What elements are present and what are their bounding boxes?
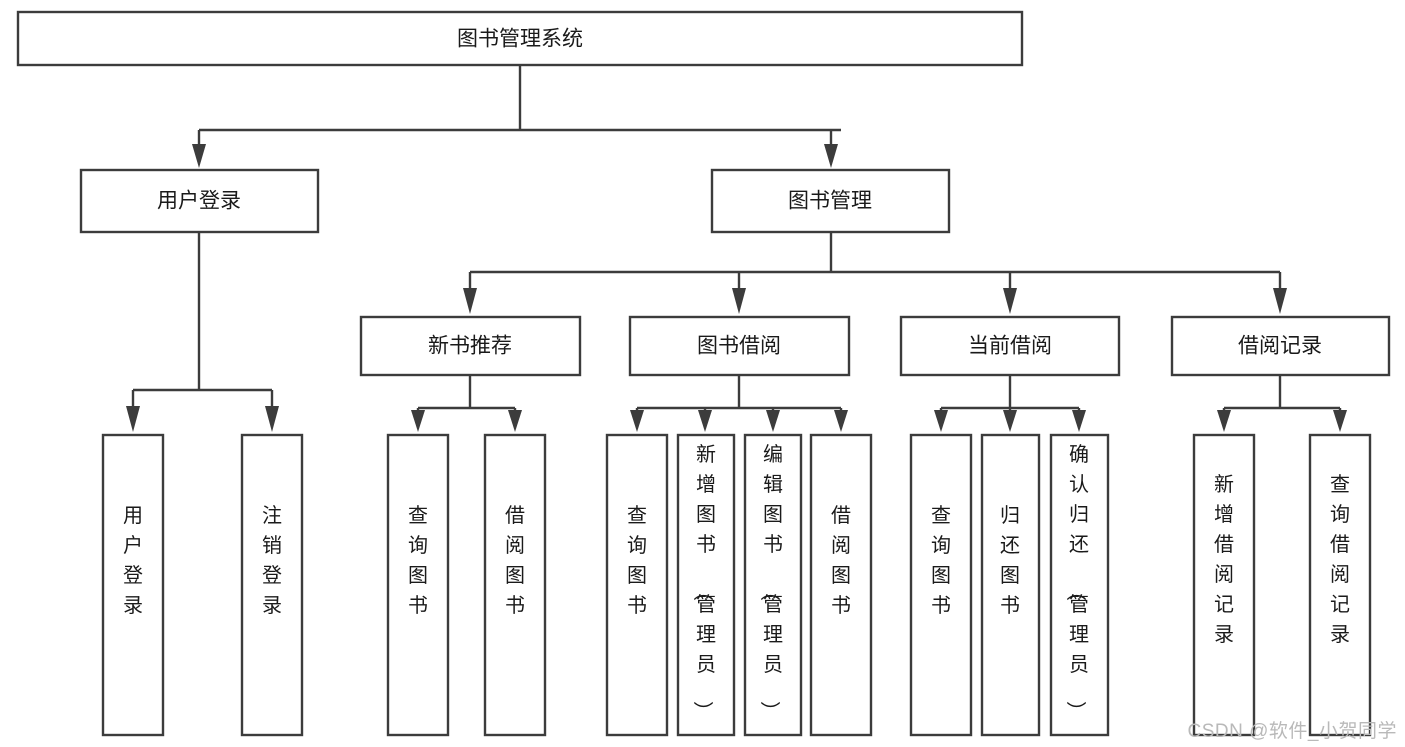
node-leaf-confirm-return-box[interactable]: [1049, 433, 1110, 737]
node-leaf-logout-box[interactable]: [240, 433, 304, 737]
node-leaf-query-book-3[interactable]: 查询图书: [909, 433, 973, 737]
arrow-head-leaf-user-login: [126, 406, 140, 432]
arrow-head-leaf-return-book: [1003, 410, 1017, 432]
connectors-book-management-to-level3: [463, 233, 1287, 314]
node-leaf-edit-book-label: 编辑图书（管理员）: [758, 443, 783, 721]
connectors-borrow-record-to-leaves: [1217, 375, 1347, 432]
node-leaf-logout[interactable]: 注销登录: [240, 433, 304, 737]
csdn-watermark: CSDN @软件_小贺同学: [1187, 721, 1397, 742]
node-leaf-add-record-label: 新增借阅记录: [1214, 473, 1234, 646]
node-leaf-user-login[interactable]: 用户登录: [101, 433, 165, 737]
arrow-head-leaf-query-book-1: [411, 410, 425, 432]
arrow-head-leaf-query-book-2: [630, 410, 644, 432]
arrow-head-leaf-edit-book: [766, 410, 780, 432]
connectors-user-login-to-leaves: [126, 233, 279, 432]
node-leaf-edit-book[interactable]: 编辑图书（管理员）: [743, 433, 803, 737]
node-borrow-record[interactable]: 借阅记录: [1170, 315, 1391, 377]
node-user-login[interactable]: 用户登录: [79, 168, 320, 234]
node-leaf-return-book-box[interactable]: [980, 433, 1041, 737]
node-root-label: 图书管理系统: [457, 28, 583, 51]
connectors-book-borrow-to-leaves: [630, 375, 848, 432]
arrow-head-leaf-borrow-book-1: [508, 410, 522, 432]
node-leaf-borrow-book-1-label: 借阅图书: [505, 504, 525, 617]
node-leaf-query-book-3-box[interactable]: [909, 433, 973, 737]
node-leaf-add-book[interactable]: 新增图书（管理员）: [676, 433, 736, 737]
connectors-root-to-level2: [192, 65, 841, 168]
node-leaf-logout-label: 注销登录: [262, 504, 282, 617]
node-leaf-query-record-box[interactable]: [1308, 433, 1372, 737]
arrow-head-current-borrow: [1003, 288, 1017, 314]
node-book-management-box[interactable]: [710, 168, 951, 234]
node-book-borrow[interactable]: 图书借阅: [628, 315, 851, 377]
node-current-borrow[interactable]: 当前借阅: [899, 315, 1121, 377]
node-root[interactable]: 图书管理系统: [16, 10, 1024, 67]
node-root-box[interactable]: [16, 10, 1024, 67]
node-user-login-box[interactable]: [79, 168, 320, 234]
node-leaf-confirm-return[interactable]: 确认归还（管理员）: [1049, 433, 1110, 737]
arrow-head-borrow-record: [1273, 288, 1287, 314]
node-leaf-borrow-book-2[interactable]: 借阅图书: [809, 433, 873, 737]
node-leaf-return-book-label: 归还图书: [1000, 504, 1020, 617]
node-leaf-return-book[interactable]: 归还图书: [980, 433, 1041, 737]
node-leaf-query-book-2-label: 查询图书: [627, 504, 647, 617]
node-leaf-user-login-box[interactable]: [101, 433, 165, 737]
arrow-head-user-login: [192, 144, 206, 168]
node-leaf-query-book-3-label: 查询图书: [931, 504, 951, 617]
node-leaf-borrow-book-2-label: 借阅图书: [831, 504, 851, 617]
node-leaf-add-record-box[interactable]: [1192, 433, 1256, 737]
arrow-head-leaf-query-book-3: [934, 410, 948, 432]
node-leaf-query-record[interactable]: 查询借阅记录: [1308, 433, 1372, 737]
arrow-head-book-management: [824, 144, 838, 168]
node-leaf-query-book-2-box[interactable]: [605, 433, 669, 737]
node-leaf-confirm-return-label: 确认归还（管理员）: [1064, 443, 1089, 721]
node-user-login-label: 用户登录: [157, 190, 241, 213]
node-current-borrow-box[interactable]: [899, 315, 1121, 377]
arrow-head-leaf-logout: [265, 406, 279, 432]
node-leaf-add-book-label: 新增图书（管理员）: [691, 443, 716, 721]
arrow-head-leaf-add-book: [698, 410, 712, 432]
arrow-head-new-book-recommend: [463, 288, 477, 314]
node-current-borrow-label: 当前借阅: [968, 335, 1052, 358]
node-leaf-borrow-book-2-box[interactable]: [809, 433, 873, 737]
node-leaf-query-book-1-box[interactable]: [386, 433, 450, 737]
node-leaf-add-record[interactable]: 新增借阅记录: [1192, 433, 1256, 737]
arrow-head-leaf-add-record: [1217, 410, 1231, 432]
arrow-head-book-borrow: [732, 288, 746, 314]
node-new-book-recommend-label: 新书推荐: [428, 335, 512, 358]
arrow-head-leaf-confirm-return: [1072, 410, 1086, 432]
node-leaf-query-record-label: 查询借阅记录: [1330, 473, 1350, 646]
node-borrow-record-box[interactable]: [1170, 315, 1391, 377]
node-borrow-record-label: 借阅记录: [1238, 335, 1322, 358]
node-book-borrow-label: 图书借阅: [697, 335, 781, 358]
node-leaf-edit-book-box[interactable]: [743, 433, 803, 737]
node-book-management[interactable]: 图书管理: [710, 168, 951, 234]
node-book-management-label: 图书管理: [788, 190, 872, 213]
node-new-book-recommend-box[interactable]: [359, 315, 582, 377]
arrow-head-leaf-query-record: [1333, 410, 1347, 432]
arrow-head-leaf-borrow-book-2: [834, 410, 848, 432]
connectors-new-book-recommend-to-leaves: [411, 375, 522, 432]
node-book-borrow-box[interactable]: [628, 315, 851, 377]
node-leaf-query-book-1[interactable]: 查询图书: [386, 433, 450, 737]
node-leaf-borrow-book-1[interactable]: 借阅图书: [483, 433, 547, 737]
node-leaf-query-book-1-label: 查询图书: [408, 504, 428, 617]
node-leaf-query-book-2[interactable]: 查询图书: [605, 433, 669, 737]
node-leaf-add-book-box[interactable]: [676, 433, 736, 737]
node-leaf-user-login-label: 用户登录: [123, 505, 143, 617]
node-leaf-borrow-book-1-box[interactable]: [483, 433, 547, 737]
connectors-current-borrow-to-leaves: [934, 375, 1086, 432]
node-new-book-recommend[interactable]: 新书推荐: [359, 315, 582, 377]
